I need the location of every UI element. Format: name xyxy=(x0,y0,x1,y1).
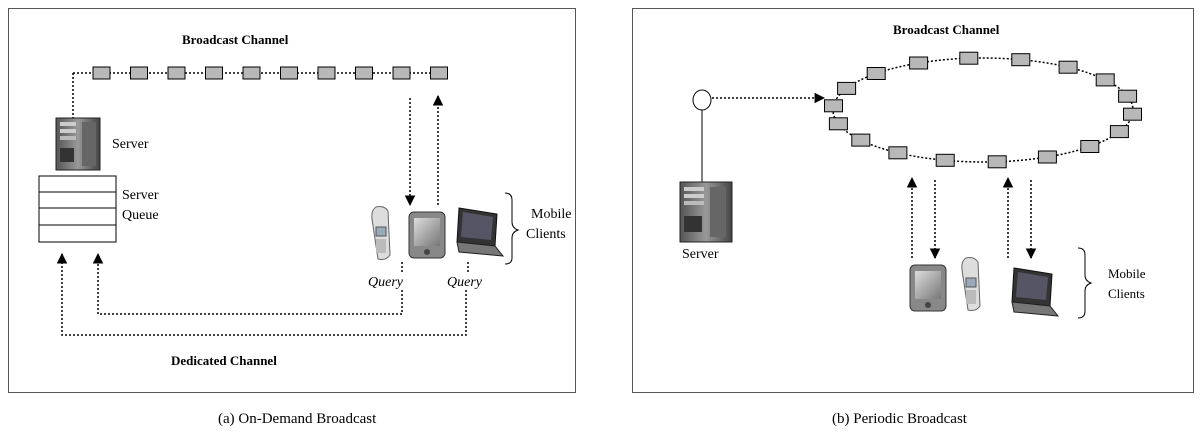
laptop-icon xyxy=(456,207,505,257)
caption-b: (b) Periodic Broadcast xyxy=(832,411,967,427)
packet xyxy=(824,99,843,113)
packet xyxy=(935,153,955,167)
packet xyxy=(828,117,848,131)
mobile-clients-label-line2: Clients xyxy=(1108,286,1145,301)
mobile-clients-label-line1: Mobile xyxy=(1108,266,1146,281)
packet xyxy=(1123,107,1142,121)
server-label: Server xyxy=(682,247,719,262)
packet xyxy=(205,66,223,80)
packet xyxy=(1109,125,1129,139)
dedicated-path-inner xyxy=(92,252,403,315)
broadcast-packets xyxy=(92,66,448,80)
dedicated-path-outer xyxy=(56,252,467,336)
packet xyxy=(909,56,929,70)
dedicated-channel-label: Dedicated Channel xyxy=(171,353,277,368)
packet xyxy=(392,66,411,80)
packet xyxy=(92,66,111,80)
packet xyxy=(242,66,261,80)
pda-icon xyxy=(408,211,446,259)
ring-packets xyxy=(824,51,1142,169)
mobile-clients-label-line2: Clients xyxy=(526,227,566,242)
packet xyxy=(430,66,448,80)
packet xyxy=(851,133,871,147)
caption-a: (a) On-Demand Broadcast xyxy=(218,411,377,427)
packet xyxy=(280,66,298,80)
query-label-2: Query xyxy=(447,275,482,290)
packet xyxy=(1118,89,1138,103)
packet xyxy=(888,146,908,160)
phone-icon xyxy=(961,257,981,311)
packet xyxy=(130,66,148,80)
clients-brace xyxy=(504,192,520,265)
server-label: Server xyxy=(112,137,149,152)
broadcast-channel-label: Broadcast Channel xyxy=(893,22,1000,37)
packet xyxy=(837,81,857,95)
server-queue-label-line2: Queue xyxy=(122,208,159,223)
packet xyxy=(317,66,336,80)
phone-icon xyxy=(371,206,391,260)
packet xyxy=(987,155,1007,169)
server-icon xyxy=(679,181,733,243)
server-queue xyxy=(38,175,117,243)
packet xyxy=(959,51,979,65)
packet xyxy=(1037,150,1057,164)
server-icon xyxy=(55,117,101,171)
clients-brace xyxy=(1077,247,1093,319)
broadcast-source xyxy=(692,89,712,111)
packet xyxy=(355,66,373,80)
packet xyxy=(866,67,886,80)
server-queue-label-line1: Server xyxy=(122,188,159,203)
broadcast-channel-label: Broadcast Channel xyxy=(182,32,289,47)
query-label-1: Query xyxy=(368,275,403,290)
packet xyxy=(1058,60,1078,74)
broadcast-channel-line xyxy=(72,72,440,118)
packet xyxy=(1095,73,1115,87)
mobile-clients-label-line1: Mobile xyxy=(531,207,572,222)
packet xyxy=(1080,140,1100,153)
laptop-icon xyxy=(1011,267,1060,317)
packet xyxy=(1011,53,1031,67)
packet xyxy=(167,66,186,80)
pda-icon xyxy=(909,264,947,312)
